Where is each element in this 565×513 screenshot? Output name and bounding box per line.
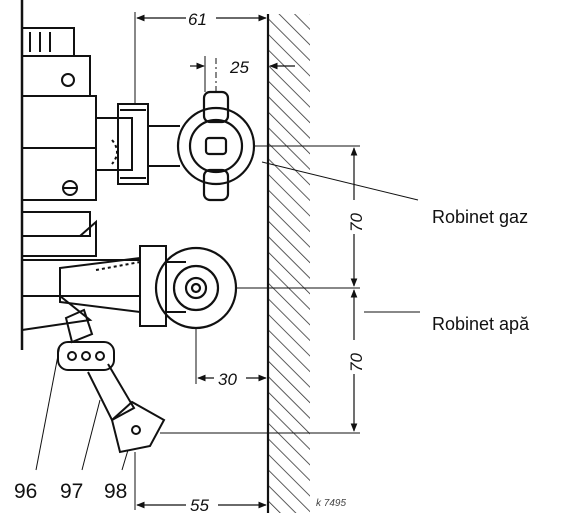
dim-water-offset: 30 [218,370,237,389]
dim-lower-spacing: 70 [347,353,366,372]
centre-lines [134,12,420,510]
drain-cock [57,308,166,454]
dim-valve-offset: 25 [229,58,249,77]
part-number-97: 97 [60,480,84,503]
wall [266,14,310,513]
gas-valve-fitting [95,103,180,185]
label-water-valve: Robinet apă [432,314,530,334]
drawing-stamp: k 7495 [316,498,347,509]
appliance-body [20,0,141,350]
part-number-96: 96 [14,480,38,503]
water-valve [154,246,238,330]
dim-upper-spacing: 70 [347,213,366,232]
part-number-98: 98 [104,480,128,503]
part-leaders [35,344,129,471]
label-gas-valve: Robinet gaz [432,207,529,227]
dim-top-width: 61 [188,10,207,29]
water-valve-fitting [59,245,186,327]
gas-valve [176,58,256,202]
dim-bottom-width: 55 [190,496,209,513]
